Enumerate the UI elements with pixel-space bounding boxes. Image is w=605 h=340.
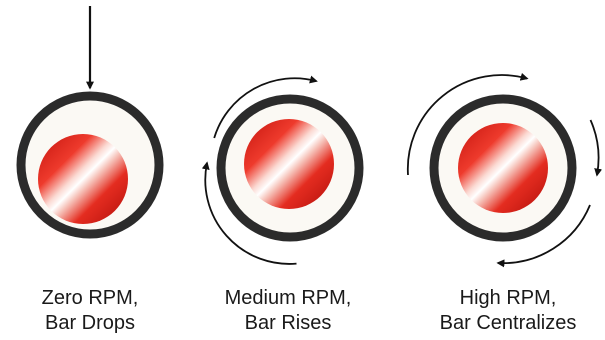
caption-zero-rpm: Zero RPM, Bar Drops (0, 286, 180, 336)
bar-cross-section (244, 119, 334, 209)
zero-rpm-illustration (16, 6, 164, 239)
rotation-arrow-top (213, 75, 318, 139)
rotation-arrow-top (406, 72, 529, 176)
bar-cross-section (458, 123, 548, 213)
bar-cross-section (38, 134, 128, 224)
caption-line-2: Bar Centralizes (439, 312, 577, 334)
caption-line-1: Medium RPM, (224, 287, 352, 309)
caption-line-1: Zero RPM, (41, 287, 139, 309)
caption-high-rpm: High RPM, Bar Centralizes (418, 286, 598, 336)
rotation-arrow-bottom (201, 161, 297, 265)
rotation-arrow-bottom (496, 204, 591, 268)
caption-line-2: Bar Drops (44, 312, 136, 334)
caption-medium-rpm: Medium RPM, Bar Rises (198, 286, 378, 336)
high-rpm-illustration (406, 72, 603, 268)
caption-line-2: Bar Rises (244, 312, 332, 334)
medium-rpm-illustration (201, 75, 364, 265)
rotation-arrow-right (589, 119, 603, 177)
caption-line-1: High RPM, (459, 287, 557, 309)
